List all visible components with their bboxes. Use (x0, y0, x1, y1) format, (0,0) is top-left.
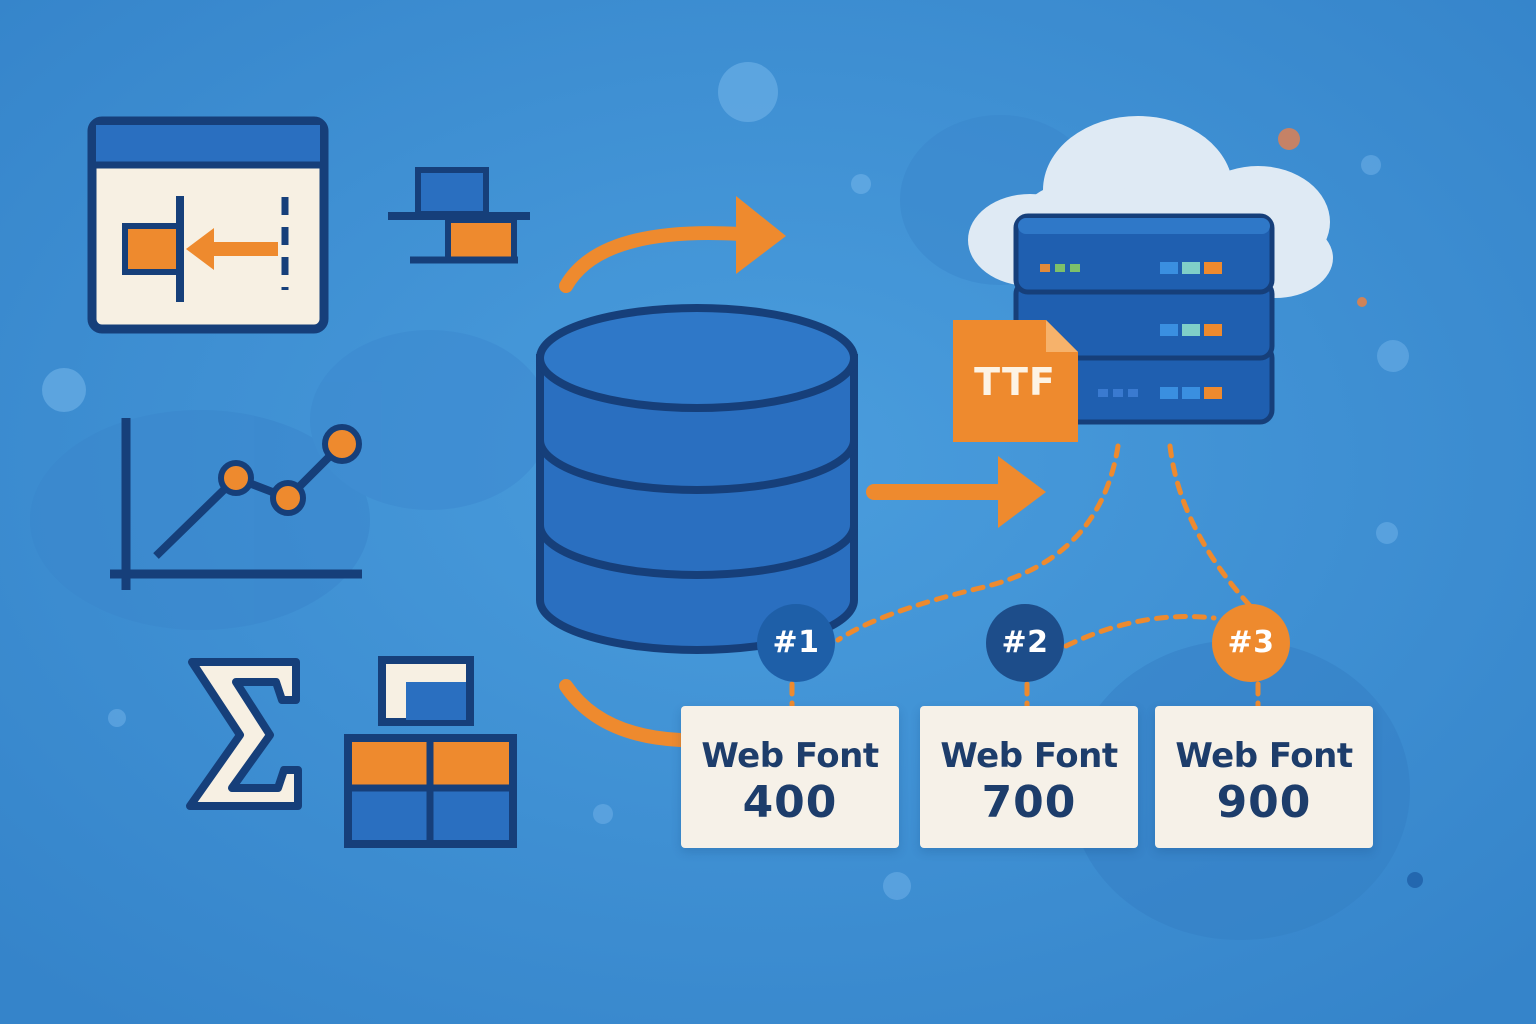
font-card-label: Web Font (1175, 736, 1353, 776)
server-status-lights (1040, 262, 1222, 399)
rank-badge-2: #2 (986, 604, 1064, 682)
font-card-label: Web Font (701, 736, 879, 776)
background-dots (42, 62, 1423, 900)
font-card-weight: 400 (742, 777, 838, 828)
ttf-label: TTF (974, 360, 1056, 404)
font-card-label: Web Font (940, 736, 1118, 776)
font-card-weight: 900 (1216, 777, 1312, 828)
ttf-file-badge: TTF (953, 320, 1077, 442)
font-card-weight: 700 (981, 777, 1077, 828)
rank-badge-1: #1 (757, 604, 835, 682)
font-card-400: Web Font 400 (681, 706, 899, 848)
layout-align-icon (87, 116, 329, 334)
rank-badge-3: #3 (1212, 604, 1290, 682)
server-icon (1013, 213, 1275, 425)
database-icon (536, 304, 858, 654)
line-chart-icon (110, 418, 362, 590)
font-card-900: Web Font 900 (1155, 706, 1373, 848)
flow-arrows (559, 196, 1046, 747)
ttf-file-icon (953, 320, 1078, 442)
font-card-700: Web Font 700 (920, 706, 1138, 848)
grid-table-icon (344, 656, 517, 848)
sigma-icon (186, 658, 302, 810)
align-blocks-icon (388, 167, 530, 264)
